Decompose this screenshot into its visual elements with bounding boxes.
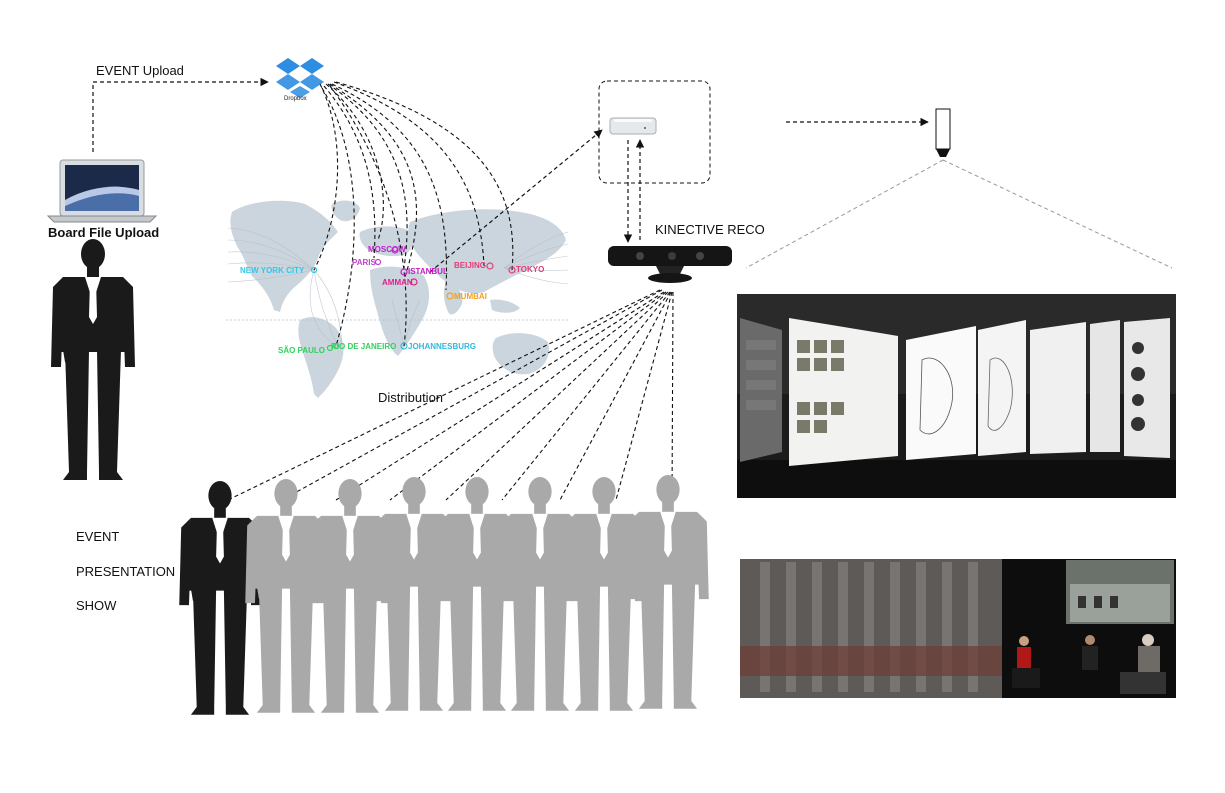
kinect-broadcast-lines [227, 289, 674, 501]
kinect-label: KINECTIVE RECO [655, 222, 765, 237]
server-box [598, 80, 711, 184]
city-label: RIO DE JANEIRO [331, 342, 397, 351]
show-label: SHOW [76, 598, 117, 613]
city-markers [310, 246, 516, 352]
event-photo [740, 559, 1176, 698]
projector-icon [935, 108, 951, 157]
audience-row [245, 474, 709, 713]
city-label: TOKYO [516, 265, 545, 274]
city-label: JOHANNESBURG [408, 342, 477, 351]
dropbox-label: Dropbox [284, 96, 307, 102]
event-upload-label: EVENT Upload [96, 63, 184, 78]
city-label: AMMAN [382, 278, 413, 287]
distribution-label: Distribution [378, 390, 444, 405]
board-file-upload-label: Board File Upload [48, 225, 160, 240]
mac-mini-icon [609, 117, 657, 135]
projection-cone-left [745, 159, 944, 269]
city-label: MOSCOW [368, 245, 406, 254]
dropbox-icon [276, 58, 324, 98]
dropbox-distribution-lines [313, 81, 514, 347]
city-label: NEW YORK CITY [240, 266, 305, 275]
gallery-photo [737, 294, 1176, 498]
world-map [230, 200, 566, 398]
presentation-label: PRESENTATION [76, 564, 176, 579]
city-label: SÃO PAULO [278, 346, 325, 355]
laptop-icon [46, 159, 158, 223]
city-label: BEIJING [454, 261, 487, 270]
city-label: PARIS [352, 258, 376, 267]
upload-arrow [92, 77, 269, 152]
projection-cone-right [942, 159, 1173, 269]
city-label: ISTANBUL [408, 267, 448, 276]
kinect-icon [608, 246, 732, 283]
city-label: MUMBAI [454, 292, 487, 301]
person-silhouette-icon [51, 239, 135, 480]
event-label: EVENT [76, 529, 120, 544]
map-to-server-arrow [429, 129, 603, 273]
